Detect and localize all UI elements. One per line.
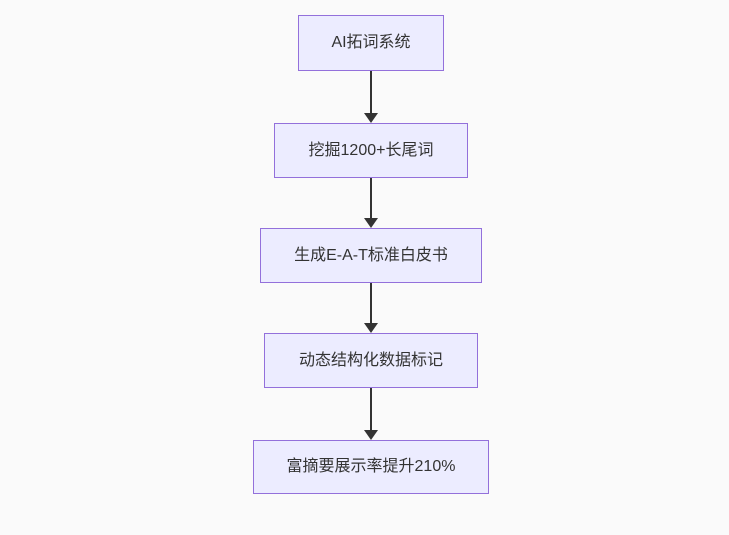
arrow-head-icon bbox=[364, 323, 378, 333]
arrow-line bbox=[370, 283, 372, 323]
arrow-line bbox=[370, 388, 372, 430]
flowchart-node-eat-whitepaper: 生成E-A-T标准白皮书 bbox=[260, 228, 482, 283]
flowchart-node-longtail-mining: 挖掘1200+长尾词 bbox=[274, 123, 468, 178]
node-label: 生成E-A-T标准白皮书 bbox=[294, 246, 448, 264]
flowchart-node-rich-snippet-result: 富摘要展示率提升210% bbox=[253, 440, 489, 494]
flow-arrow-2 bbox=[364, 178, 378, 228]
arrow-head-icon bbox=[364, 113, 378, 123]
node-label: AI拓词系统 bbox=[331, 34, 411, 52]
flow-arrow-1 bbox=[364, 71, 378, 123]
arrow-line bbox=[370, 178, 372, 218]
node-label: 挖掘1200+长尾词 bbox=[308, 141, 434, 159]
arrow-head-icon bbox=[364, 218, 378, 228]
flowchart-node-structured-data-markup: 动态结构化数据标记 bbox=[264, 333, 478, 388]
node-label: 富摘要展示率提升210% bbox=[286, 458, 456, 476]
arrow-head-icon bbox=[364, 430, 378, 440]
arrow-line bbox=[370, 71, 372, 113]
flow-arrow-4 bbox=[364, 388, 378, 440]
flowchart-node-ai-keyword-system: AI拓词系统 bbox=[298, 15, 444, 71]
flow-arrow-3 bbox=[364, 283, 378, 333]
node-label: 动态结构化数据标记 bbox=[298, 351, 443, 369]
